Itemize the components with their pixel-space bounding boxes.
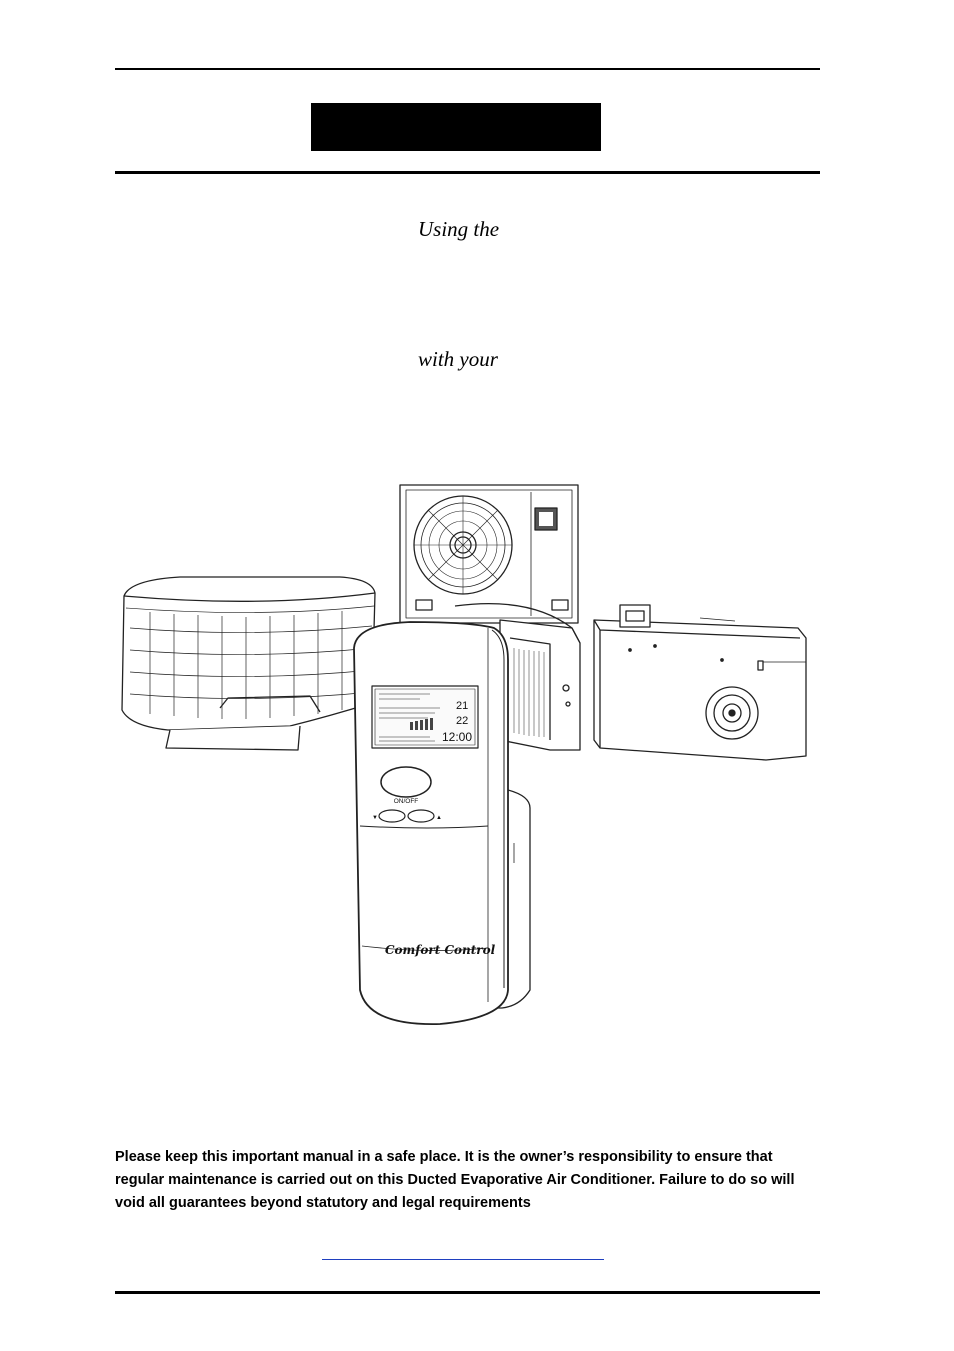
title-box — [311, 103, 601, 151]
down-arrow-icon: ▼ — [372, 815, 378, 821]
outdoor-unit-illustration — [399, 484, 579, 624]
fan-coil-illustration — [454, 602, 581, 751]
brand-script: Comfort Control — [385, 943, 496, 957]
on-off-label: ON/OFF — [394, 798, 419, 805]
link-underline[interactable] — [322, 1259, 604, 1260]
intro-line-with: with your — [418, 347, 498, 371]
gas-heater-illustration — [593, 604, 807, 761]
lcd-temp-1: 21 — [456, 700, 468, 712]
bottom-rule — [115, 1291, 820, 1294]
product-illustration: 21 22 12:00 ON/OFF ▼ ▲ Comfort Control — [121, 484, 807, 1025]
lcd-temp-2: 22 — [456, 715, 468, 727]
evaporative-cooler-illustration — [121, 576, 376, 751]
lcd-clock: 12:00 — [442, 730, 472, 744]
top-rule — [115, 68, 820, 70]
remote-control-illustration — [353, 621, 509, 1025]
intro-line-using: Using the — [418, 217, 500, 241]
maintenance-notice: Please keep this important manual in a s… — [115, 1149, 795, 1211]
header-rule — [115, 171, 820, 174]
up-arrow-icon: ▲ — [436, 815, 442, 821]
